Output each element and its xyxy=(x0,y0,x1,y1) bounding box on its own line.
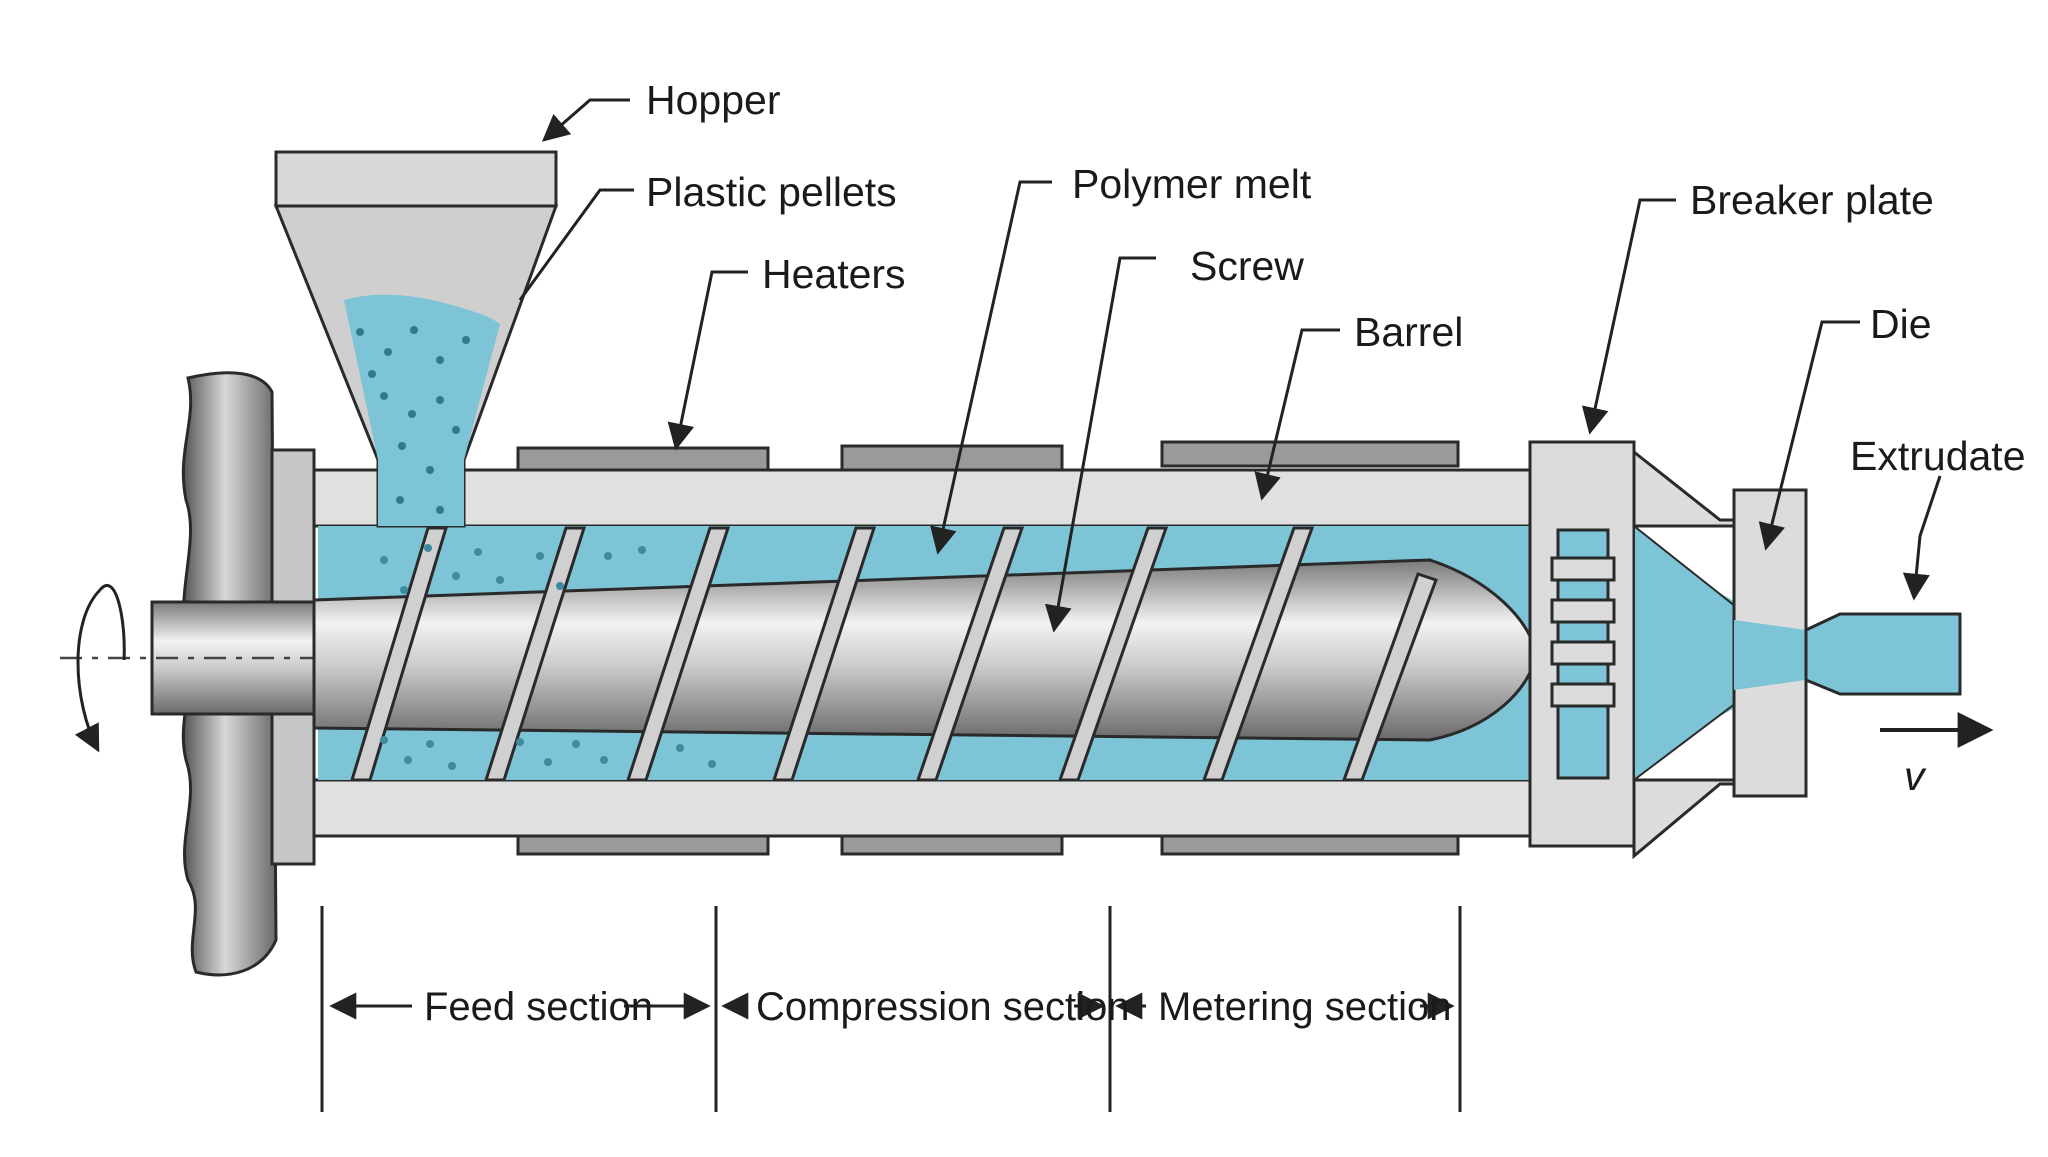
label-metering-section: Metering section xyxy=(1158,985,1451,1029)
hopper xyxy=(273,150,559,528)
label-barrel: Barrel xyxy=(1354,309,1463,355)
label-feed-section: Feed section xyxy=(424,985,653,1029)
label-heaters: Heaters xyxy=(762,251,906,297)
heater-bands xyxy=(516,440,1460,856)
die xyxy=(1632,448,1808,860)
label-hopper: Hopper xyxy=(646,77,780,123)
label-screw: Screw xyxy=(1190,243,1304,289)
label-breaker-plate: Breaker plate xyxy=(1690,177,1934,223)
rotation-arrow-icon xyxy=(74,584,126,753)
velocity-label: v xyxy=(1904,753,1927,799)
label-compression-section: Compression section xyxy=(756,985,1130,1029)
labels: Hopper Plastic pellets Heaters Polymer m… xyxy=(646,77,2026,479)
extrudate: v xyxy=(1804,612,1994,799)
breaker-plate xyxy=(1528,440,1636,848)
screw xyxy=(312,526,1538,782)
label-extrudate: Extrudate xyxy=(1850,433,2026,479)
label-polymer-melt: Polymer melt xyxy=(1072,161,1312,207)
barrel xyxy=(312,468,1550,838)
section-dimensions: Feed section Compression section Meterin… xyxy=(320,906,1462,1112)
pellets-in-barrel xyxy=(380,544,716,770)
label-die: Die xyxy=(1870,301,1932,347)
label-plastic-pellets: Plastic pellets xyxy=(646,169,897,215)
leader-lines xyxy=(518,98,1942,633)
